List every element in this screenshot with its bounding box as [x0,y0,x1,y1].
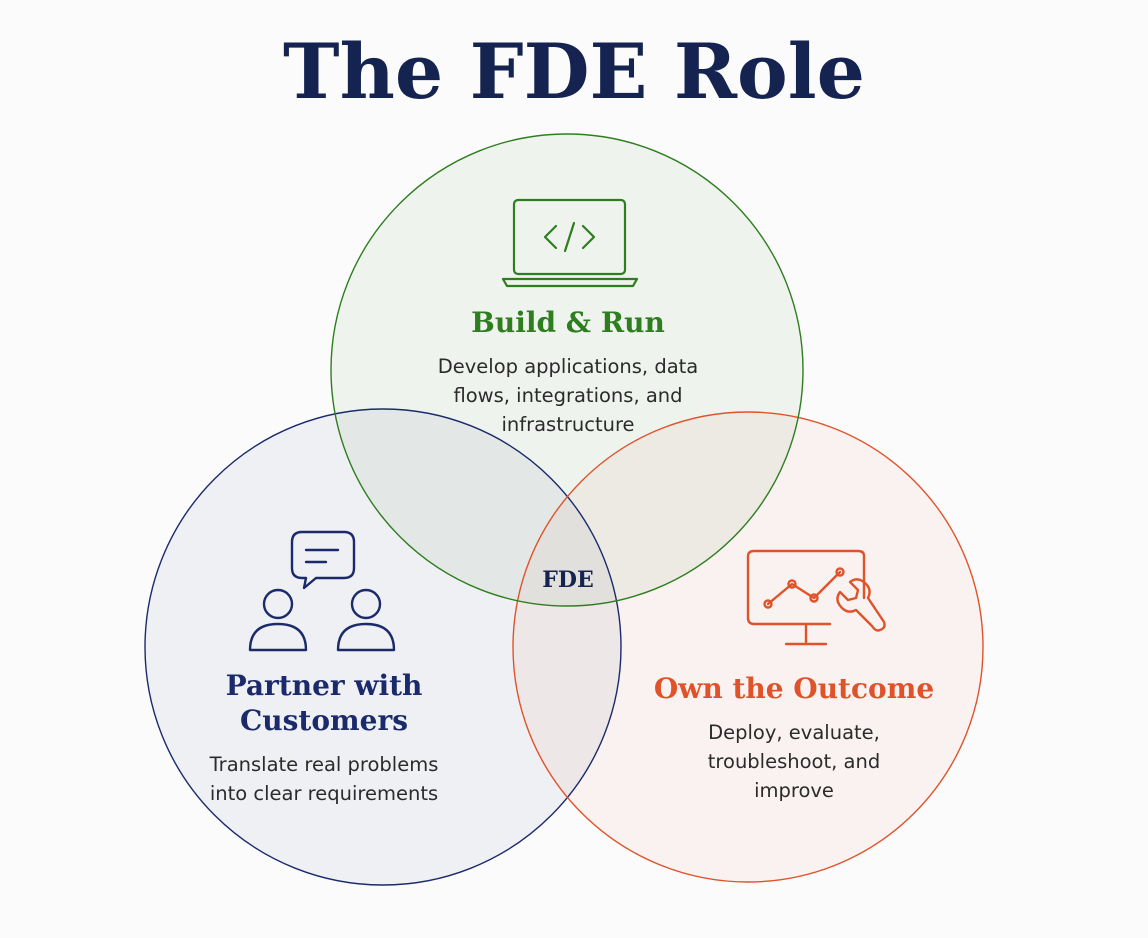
people-chat-icon [248,530,396,652]
partner-desc-line1: Translate real problems [209,753,439,776]
outcome-desc-line2: troubleshoot, and [707,750,881,773]
center-fde-label: FDE [542,567,594,593]
partner-heading-line1: Partner with [225,669,423,702]
circle-partner-fill [145,409,621,885]
build-run-desc-line3: infrastructure [501,413,635,436]
circle-outcome-fill [513,412,983,882]
partner-block: Partner with Customers Translate real pr… [164,668,484,808]
circle-outcome [512,411,984,883]
circle-build-fill [331,134,803,606]
build-run-heading: Build & Run [471,306,665,339]
build-run-block: Build & Run Develop applications, data f… [392,305,744,439]
build-run-desc-line1: Develop applications, data [437,355,699,378]
outcome-block: Own the Outcome Deploy, evaluate, troubl… [624,671,964,805]
partner-desc-line2: into clear requirements [209,782,439,805]
outcome-desc-line3: improve [754,779,834,802]
build-run-desc-line2: flows, integrations, and [453,384,683,407]
monitor-chart-wrench-icon [746,549,886,646]
circle-partner [144,408,622,886]
partner-heading-line2: Customers [240,704,408,737]
laptop-code-icon [501,198,639,288]
page-title: The FDE Role [283,27,865,116]
outcome-desc-line1: Deploy, evaluate, [708,721,880,744]
circle-build [330,133,804,607]
outcome-heading: Own the Outcome [653,672,935,705]
